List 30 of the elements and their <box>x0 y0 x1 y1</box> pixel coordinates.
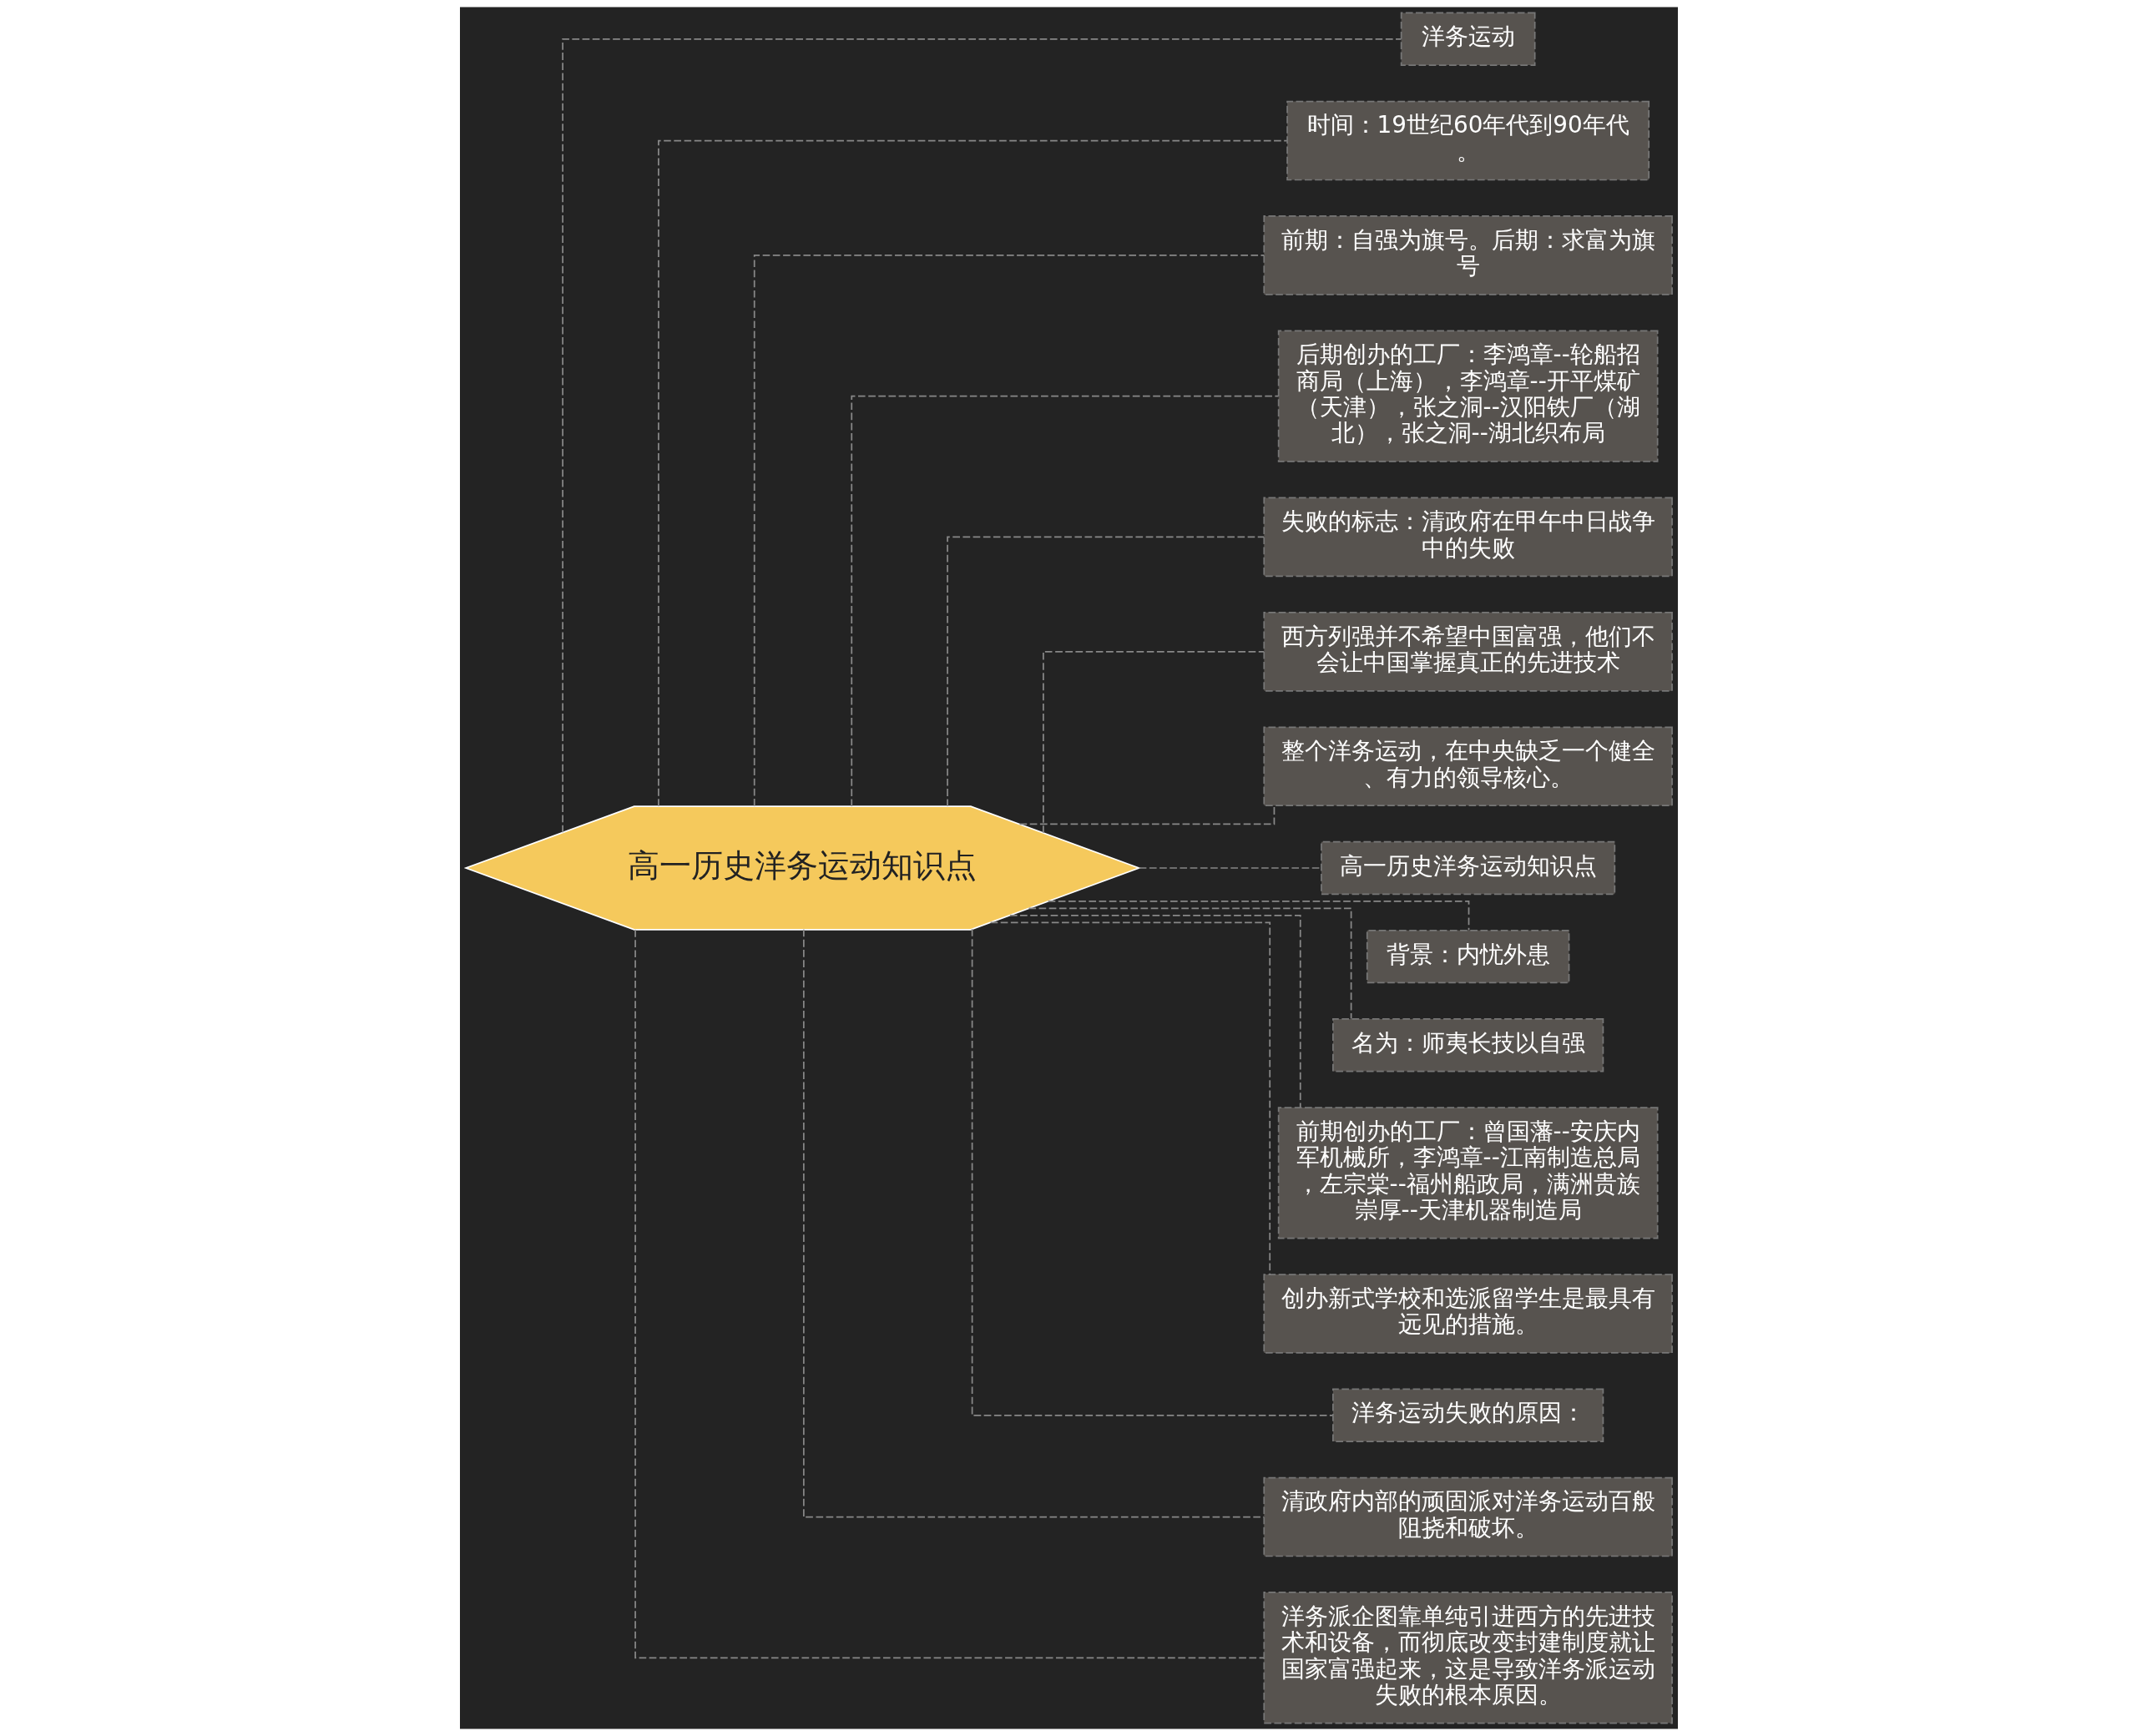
node-box: 整个洋务运动，在中央缺乏一个健全、有力的领导核心。 <box>1262 726 1673 807</box>
connector <box>1047 900 1469 931</box>
node-box: 洋务运动 <box>1400 12 1536 66</box>
connector <box>850 395 1279 807</box>
connector <box>1008 914 1301 1108</box>
connector <box>989 921 1271 1275</box>
connector <box>802 929 1265 1518</box>
node-box: 前期：自强为旗号。后期：求富为旗号 <box>1262 215 1673 295</box>
node-box: 时间：19世纪60年代到90年代。 <box>1286 100 1649 181</box>
connector <box>1042 650 1265 834</box>
node-box: 前期创办的工厂：曾国藩--安庆内军机械所，李鸿章--江南制造总局，左宗棠--福州船政局，满洲贵族崇厚--天津机器制造局 <box>1277 1107 1658 1239</box>
node-box: 西方列强并不希望中国富强，他们不会让中国掌握真正的先进技术 <box>1262 612 1673 692</box>
node-box: 创办新式学校和选派留学生是最具有远见的措施。 <box>1262 1274 1673 1354</box>
node-box: 名为：师夷长技以自强 <box>1331 1018 1604 1072</box>
node-box: 清政府内部的顽固派对洋务运动百般阻挠和破坏。 <box>1262 1476 1673 1557</box>
node-box: 高一历史洋务运动知识点 <box>1320 840 1615 896</box>
connector <box>971 928 1333 1416</box>
node-box: 洋务运动失败的原因： <box>1331 1388 1604 1442</box>
connector <box>753 255 1265 807</box>
connector <box>946 536 1265 807</box>
connector <box>1018 805 1275 825</box>
node-box: 洋务派企图靠单纯引进西方的先进技术和设备，而彻底改变封建制度就让国家富强起来，这是导致洋务派运动失败的根本原因。 <box>1262 1592 1673 1724</box>
connector <box>657 139 1287 807</box>
connector <box>561 38 1402 834</box>
node-box: 失败的标志：清政府在甲午中日战争中的失败 <box>1262 497 1673 578</box>
connector <box>1028 907 1351 1020</box>
connector <box>634 929 1265 1659</box>
node-box: 背景：内忧外患 <box>1366 929 1569 984</box>
connector <box>1138 867 1321 869</box>
node-box: 后期创办的工厂：李鸿章--轮船招商局（上海），李鸿章--开平煤矿（天津），张之洞--汉阳铁厂（湖北），张之洞--湖北织布局 <box>1277 330 1658 462</box>
